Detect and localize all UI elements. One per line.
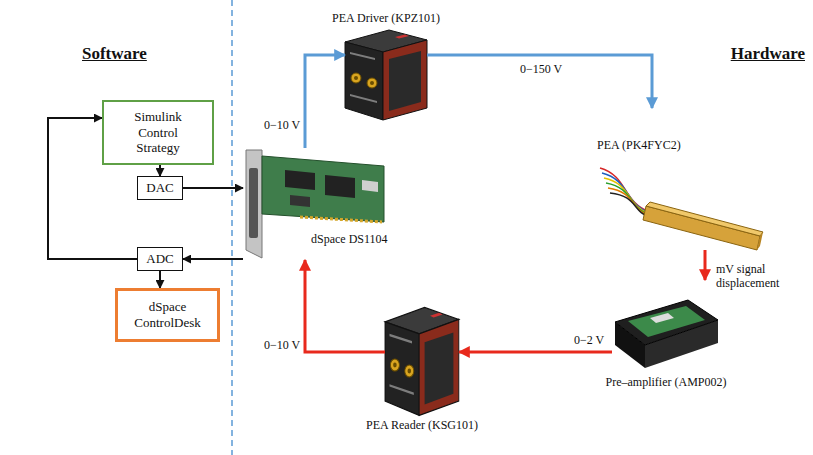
card-chip xyxy=(285,170,315,190)
connector-arrow xyxy=(183,258,243,260)
actuator-node: PEA (PK4FYC2) xyxy=(575,108,765,250)
preamp-node: Pre–amplifier (AMP002) xyxy=(612,280,720,372)
piezo-stack-top xyxy=(646,202,763,236)
signal-label: 0−150 V xyxy=(518,62,564,76)
reader-node: PEA Reader (KSG101) xyxy=(385,305,459,415)
preamp-top xyxy=(615,300,718,345)
signal-label: 0−2 V xyxy=(572,333,606,347)
connector-arrow xyxy=(159,165,161,176)
box-text: ADC xyxy=(146,251,173,267)
signal-label: 0−10 V xyxy=(262,338,302,352)
card-chip xyxy=(362,180,378,192)
converter-box: ADC xyxy=(137,247,183,271)
device-label: PEA Driver (KPZ101) xyxy=(330,11,442,25)
connector-arrow xyxy=(427,55,652,108)
card-chip xyxy=(290,195,310,207)
box-text: dSpace ControlDesk xyxy=(128,299,207,330)
connector-arrow xyxy=(183,187,243,189)
preamp-chip xyxy=(650,313,674,323)
converter-box: DAC xyxy=(137,176,183,200)
piezo-stack-end xyxy=(757,232,763,250)
card-bracket xyxy=(246,150,262,258)
box-text: Simulink Control Strategy xyxy=(122,109,194,156)
connector-arrow xyxy=(459,351,612,354)
card-chip xyxy=(325,175,355,198)
signal-label: 0−10 V xyxy=(262,118,302,132)
device-label: PEA Reader (KSG101) xyxy=(364,418,480,432)
divider-line xyxy=(231,0,233,455)
lead-wire xyxy=(608,188,650,216)
signal-label: mV signal displacement xyxy=(714,262,798,291)
preamp-pcb xyxy=(628,306,705,337)
software-box: dSpace ControlDesk xyxy=(115,288,220,342)
driver-node: PEA Driver (KPZ101) xyxy=(345,28,427,120)
section-heading: Software xyxy=(82,44,147,64)
box-text: DAC xyxy=(146,180,173,196)
section-heading: Hardware xyxy=(731,44,805,64)
connector-arrow xyxy=(305,55,345,148)
preamplifier xyxy=(615,300,718,368)
driver-device xyxy=(345,30,427,120)
device-label: PEA (PK4FYC2) xyxy=(595,138,683,152)
card-pcb xyxy=(262,156,384,222)
connector-arrow xyxy=(159,271,161,288)
reader-device xyxy=(385,307,459,415)
device-label: Pre–amplifier (AMP002) xyxy=(604,375,729,389)
card-connector xyxy=(249,168,258,238)
pea-actuator xyxy=(600,168,763,250)
connector-arrow xyxy=(704,250,707,280)
process-box: Simulink Control Strategy xyxy=(102,100,214,165)
device-label: dSpace DS1104 xyxy=(309,232,390,246)
connector-arrow xyxy=(305,260,385,352)
card-node: dSpace DS1104 xyxy=(243,148,385,260)
card-fingers xyxy=(300,217,382,222)
